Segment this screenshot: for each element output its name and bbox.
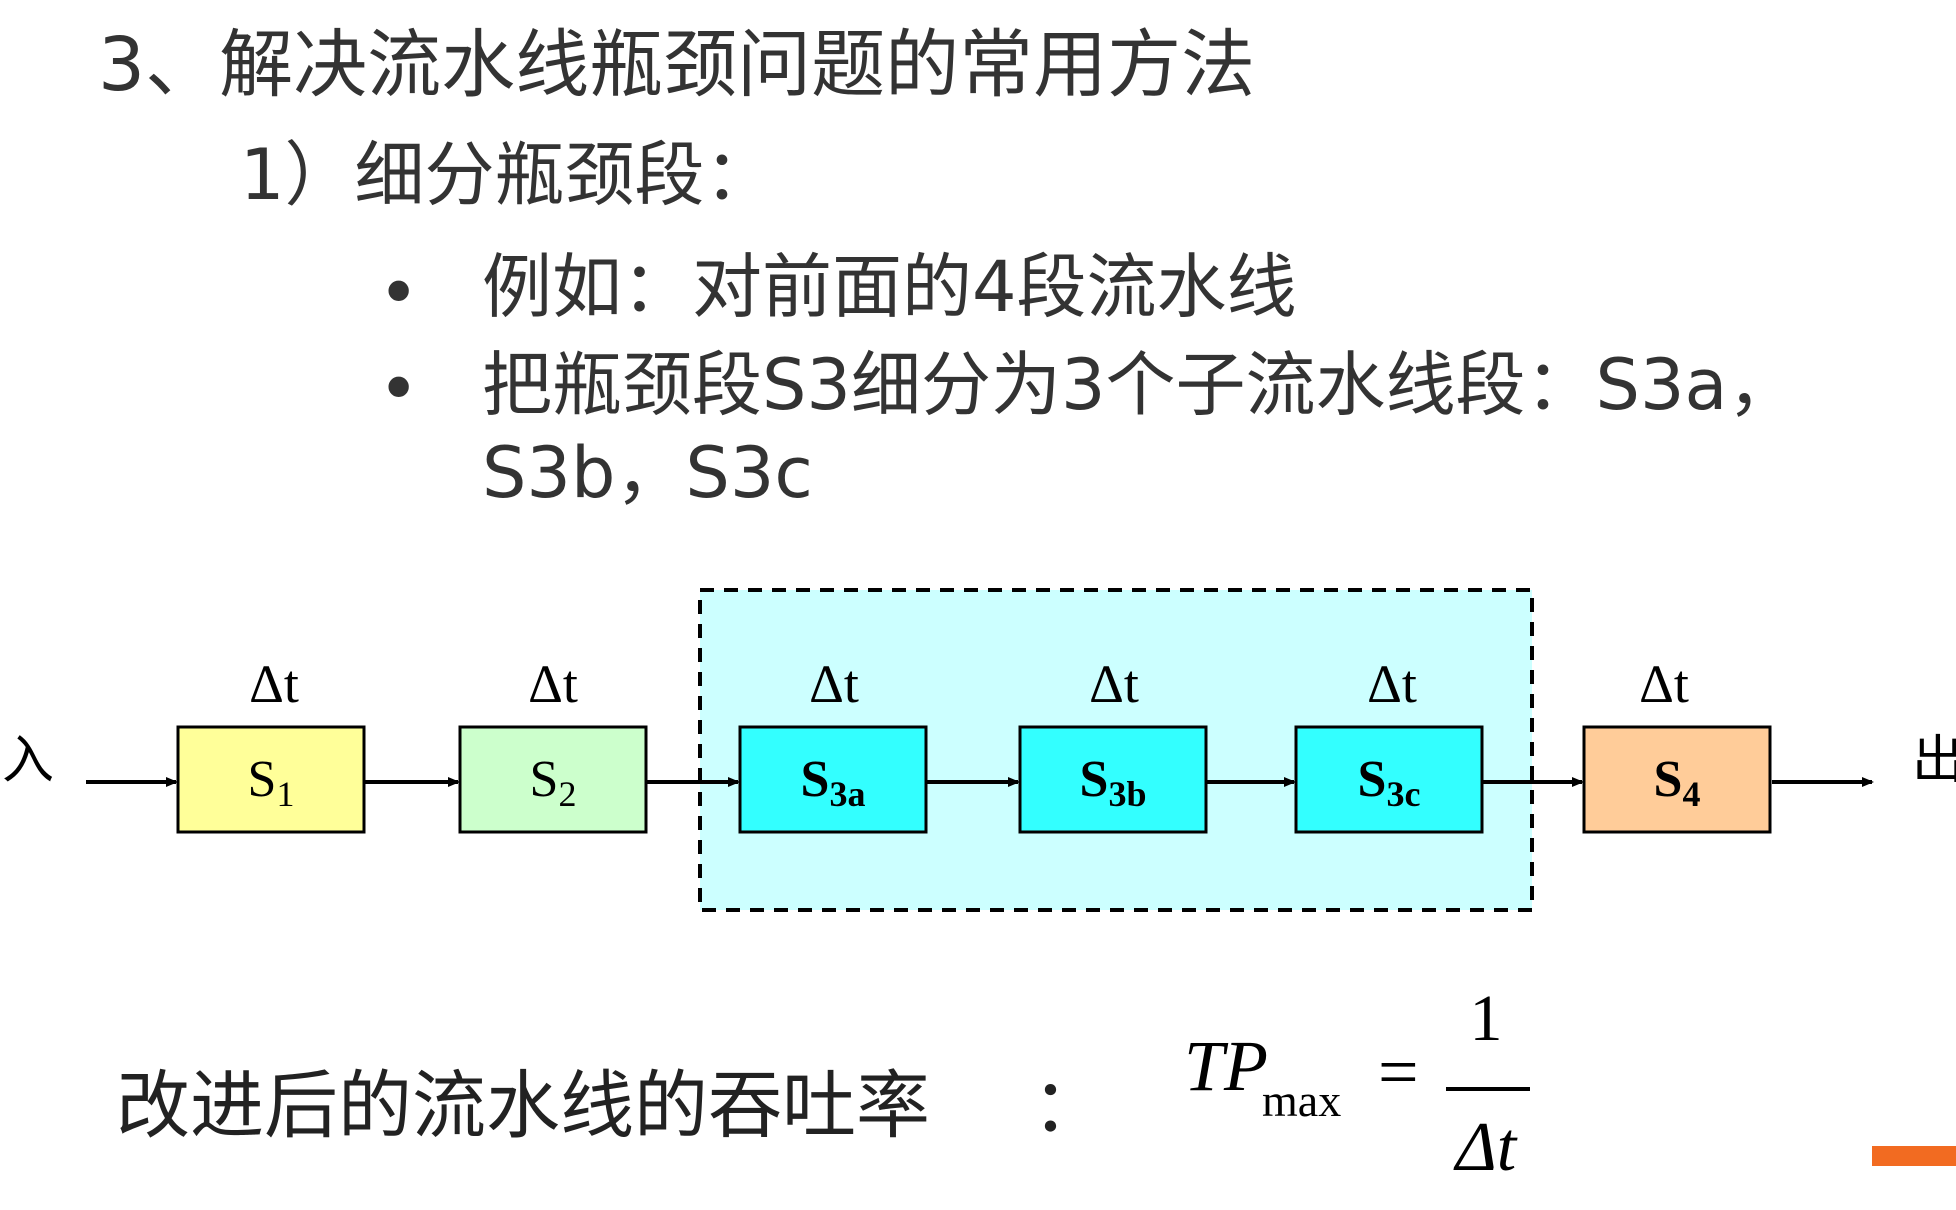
- stage-label: S1: [248, 751, 295, 814]
- stage-time-label: Δt: [1367, 654, 1417, 714]
- stage-box: [458, 725, 648, 834]
- stage-label: S3a: [801, 751, 866, 814]
- stage-box: [738, 725, 928, 834]
- formula-equals: =: [1378, 1032, 1419, 1112]
- stage-s2: Δt S2: [458, 654, 648, 834]
- throughput-formula: TP max = 1 Δt: [1184, 982, 1530, 1186]
- stage-s3a: Δt S3a: [738, 654, 928, 834]
- subsection-heading: 1）细分瓶颈段：: [240, 134, 775, 216]
- stage-s3c: Δt S3c: [1294, 654, 1484, 834]
- formula-denominator: Δt: [1453, 1109, 1518, 1186]
- bullet-item-continuation: S3b，S3c: [482, 432, 813, 514]
- stage-box: [1294, 725, 1484, 834]
- stage-box: [1018, 725, 1208, 834]
- bullet-item: 把瓶颈段S3细分为3个子流水线段：S3a，: [482, 344, 1798, 426]
- stage-label: S4: [1654, 751, 1701, 814]
- output-label: 出: [1912, 731, 1956, 791]
- stage-label: S3c: [1358, 751, 1421, 814]
- stage-label: S2: [530, 751, 577, 814]
- formula-lhs: TP: [1184, 1026, 1268, 1106]
- stage-s3b: Δt S3b: [1018, 654, 1208, 834]
- stage-box: [176, 725, 366, 834]
- section-heading: 3、解决流水线瓶颈问题的常用方法: [98, 22, 1256, 108]
- stage-time-label: Δt: [1639, 654, 1689, 714]
- throughput-label: 改进后的流水线的吞吐率: [116, 1063, 930, 1149]
- stage-time-label: Δt: [528, 654, 578, 714]
- formula-colon: ：: [1032, 1063, 1106, 1149]
- bullet-dot: •: [378, 348, 420, 430]
- formula-lhs-subscript: max: [1262, 1075, 1341, 1126]
- stage-time-label: Δt: [809, 654, 859, 714]
- formula-numerator: 1: [1470, 982, 1503, 1055]
- stage-s4: Δt S4: [1582, 654, 1772, 834]
- stage-time-label: Δt: [249, 654, 299, 714]
- pipeline-diagram: 入 出 Δt S1 Δt S2 Δt S3a Δt S3b Δt S3c Δt …: [2, 588, 1956, 912]
- stage-label: S3b: [1080, 751, 1147, 814]
- accent-bar: [1872, 1146, 1956, 1166]
- stage-box: [1582, 725, 1772, 834]
- stage-time-label: Δt: [1089, 654, 1139, 714]
- input-label: 入: [2, 731, 54, 791]
- stage-s1: Δt S1: [176, 654, 366, 834]
- bullet-item: 例如：对前面的4段流水线: [482, 246, 1297, 328]
- bullet-dot: •: [378, 252, 420, 334]
